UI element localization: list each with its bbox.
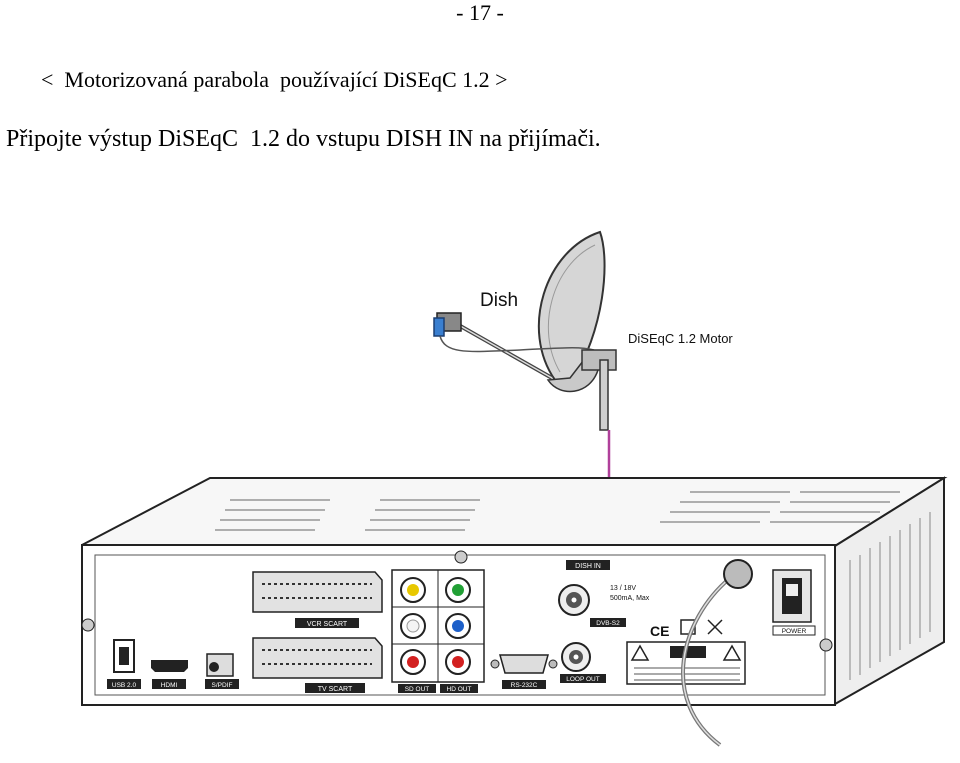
spdif-port: S/PDIF xyxy=(205,653,239,689)
section-heading: < Motorizovaná parabola používající DiSE… xyxy=(41,67,508,92)
loop-out-label: LOOP OUT xyxy=(566,676,600,683)
sd-out-label: SD OUT xyxy=(405,686,430,693)
usb-label: USB 2.0 xyxy=(112,682,137,689)
loop-out-port: LOOP OUT xyxy=(560,642,606,683)
connection-diagram: Dish DiSEqC 1.2 Motor xyxy=(81,230,948,747)
vcr-scart-label: VCR SCART xyxy=(307,621,348,628)
satellite-dish: Dish DiSEqC 1.2 Motor xyxy=(433,230,733,431)
hdmi-port: HDMI xyxy=(151,660,188,689)
dish-in-spec-current: 500mA, Max xyxy=(610,595,650,602)
weee-bin-icon xyxy=(707,619,723,635)
tv-scart-port: TV SCART xyxy=(252,637,383,693)
receiver: VCR SCART TV SCART xyxy=(81,476,948,747)
hd-out-label: HD OUT xyxy=(447,686,472,693)
rca-group: SD OUT HD OUT xyxy=(391,569,485,693)
hdmi-label: HDMI xyxy=(161,682,178,689)
rs232c-port: RS-232C xyxy=(490,654,558,689)
tv-scart-label: TV SCART xyxy=(318,686,353,693)
rs232c-label: RS-232C xyxy=(511,682,538,689)
power-plug xyxy=(723,559,753,589)
spdif-label: S/PDIF xyxy=(212,682,233,689)
page-number: - 17 - xyxy=(456,0,504,25)
ce-mark: CE xyxy=(650,623,669,639)
dvb-s2-label: DVB-S2 xyxy=(596,620,620,627)
power-label: POWER xyxy=(782,628,807,635)
usb-port: USB 2.0 xyxy=(107,639,141,689)
dish-label: Dish xyxy=(480,290,518,311)
dish-in-spec-voltage: 13 / 18V xyxy=(610,585,636,592)
vcr-scart-port: VCR SCART xyxy=(252,571,383,628)
instruction-text: Připojte výstup DiSEqC 1.2 do vstupu DIS… xyxy=(6,126,601,152)
power-switch: POWER xyxy=(772,569,816,636)
motor-label: DiSEqC 1.2 Motor xyxy=(628,331,733,346)
dish-in-label: DISH IN xyxy=(575,563,601,570)
dish-in-port: DISH IN 13 / 18V 500mA, Max DVB-S2 xyxy=(558,560,650,627)
